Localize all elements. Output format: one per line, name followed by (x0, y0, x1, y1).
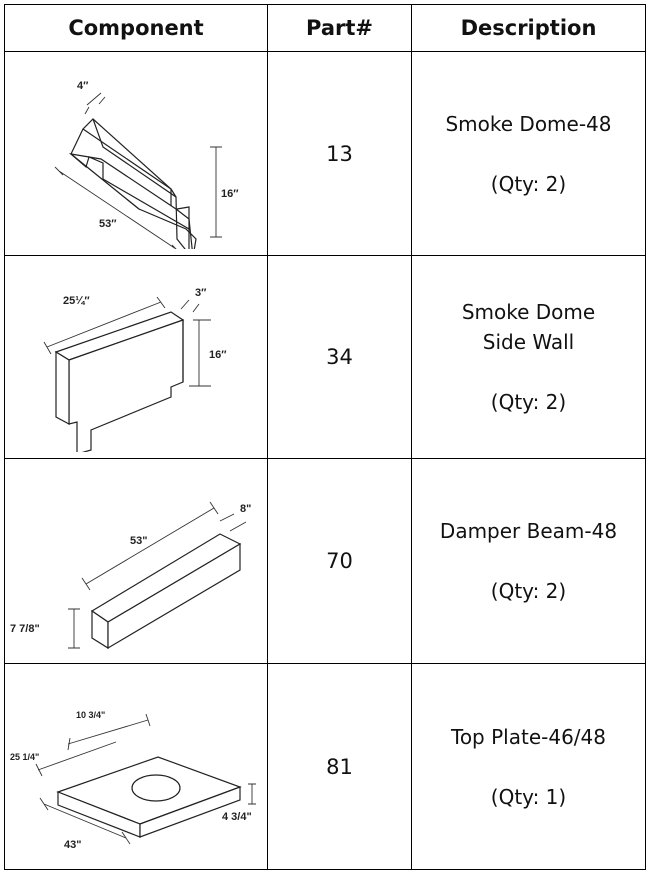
part-number-cell: 81 (267, 663, 412, 870)
part-number-cell: 70 (267, 458, 412, 664)
dim-length-label: 53″ (99, 218, 117, 230)
dim-height-label: 16″ (209, 349, 227, 361)
description-cell: Damper Beam-48 (Qty: 2) (411, 458, 646, 664)
dim-width-label: 4″ (77, 80, 89, 92)
description-cell: Smoke Dome-48 (Qty: 2) (411, 51, 646, 256)
description-qty: (Qty: 1) (490, 784, 567, 809)
description-qty: (Qty: 2) (490, 390, 567, 414)
description-name: Smoke Dome-48 (445, 111, 612, 136)
damper-beam-drawing: 53" 8" 7 7/8" (10, 501, 251, 650)
description-name: Damper Beam-48 (439, 519, 618, 543)
dim-height-label: 4 3/4" (222, 811, 252, 823)
dim-thickness-label: 3″ (195, 287, 207, 299)
dim-hole-label: 10 3/4" (76, 710, 105, 720)
table-row: 4″ 53″ 16″ 13 Smoke Dome-48 (Qty: 2) (4, 51, 646, 256)
header-row: Component Part# Description (4, 4, 646, 52)
header-part-number: Part# (267, 4, 412, 52)
table-row: 53" 8" 7 7/8" 70 Damper Beam-48 (Qty: 2) (4, 458, 646, 664)
dim-width-label: 25 1/4" (10, 752, 39, 762)
dim-height-label: 16″ (221, 188, 239, 200)
table-row: 10 3/4" 25 1/4" 43" 4 3/4" 81 Top Plate-… (4, 663, 646, 870)
top-plate-drawing: 10 3/4" 25 1/4" 43" 4 3/4" (10, 710, 256, 851)
description-name: Top Plate-46/48 (451, 724, 606, 749)
dim-height-label: 7 7/8" (10, 623, 40, 635)
dim-length-label: 53" (130, 535, 147, 547)
dim-width-label: 8" (240, 503, 251, 515)
component-cell: 25¼″ 3″ 16″ (4, 255, 268, 459)
component-cell: 4″ 53″ 16″ (4, 51, 268, 256)
part-number-cell: 13 (267, 51, 412, 256)
part-number-cell: 34 (267, 255, 412, 459)
description-qty: (Qty: 2) (490, 171, 567, 196)
parts-table: Component Part# Description (4, 4, 646, 870)
description-name: Smoke Dome (461, 300, 596, 324)
dim-length-label: 43" (64, 839, 81, 851)
table-row: 25¼″ 3″ 16″ 34 Smoke Dome Side Wall (Qty… (4, 255, 646, 459)
description-name-line-2: Side Wall (482, 330, 575, 354)
description-cell: Top Plate-46/48 (Qty: 1) (411, 663, 646, 870)
smoke-dome-drawing: 4″ 53″ 16″ (54, 80, 239, 249)
component-cell: 53" 8" 7 7/8" (4, 458, 268, 664)
component-cell: 10 3/4" 25 1/4" 43" 4 3/4" (4, 663, 268, 870)
description-qty: (Qty: 2) (490, 579, 567, 603)
side-wall-drawing: 25¼″ 3″ 16″ (43, 287, 227, 452)
header-description: Description (411, 4, 646, 52)
dim-length-label: 25¼″ (63, 295, 90, 307)
description-cell: Smoke Dome Side Wall (Qty: 2) (411, 255, 646, 459)
header-component: Component (4, 4, 268, 52)
